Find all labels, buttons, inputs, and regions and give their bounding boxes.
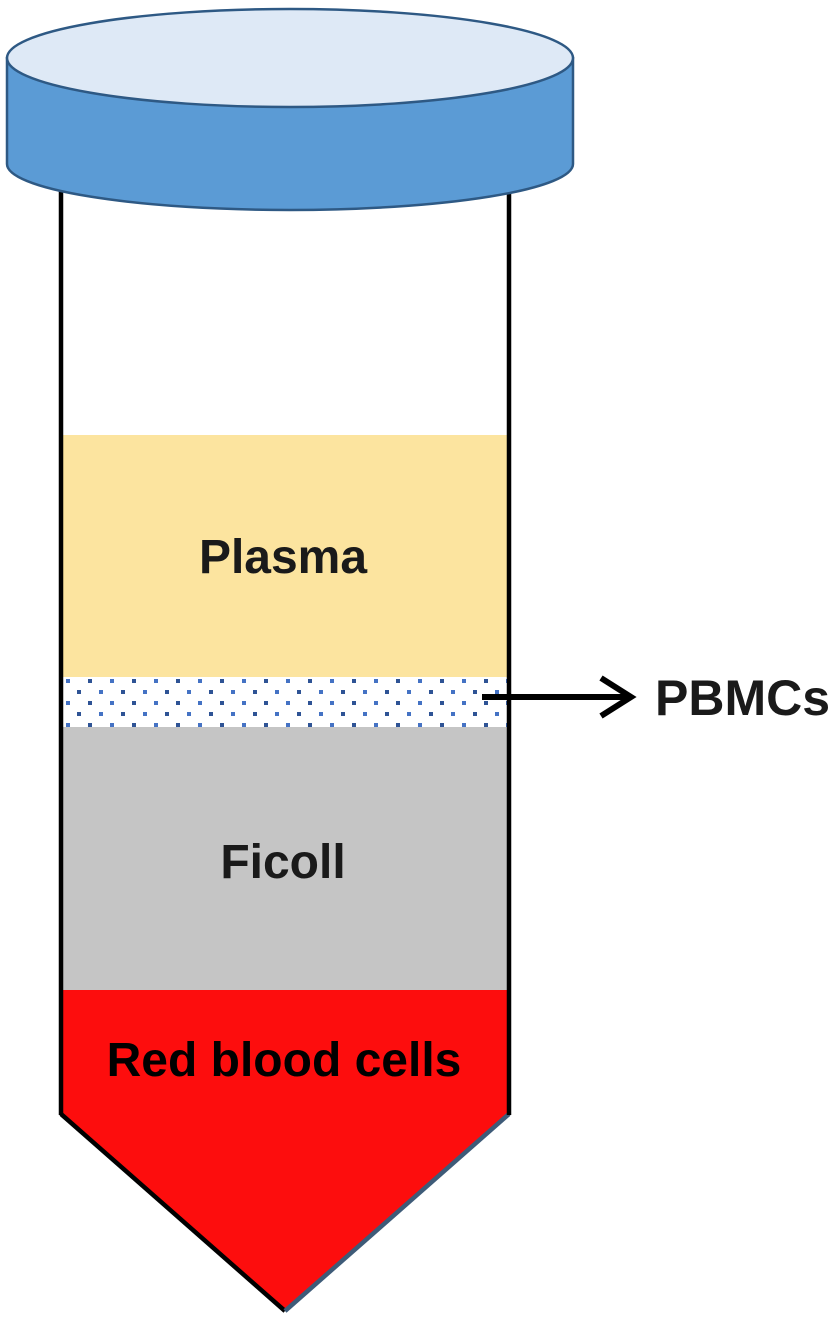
- pbmc-arrowhead-icon: [599, 675, 637, 719]
- plasma-label: Plasma: [199, 531, 367, 584]
- rbc-label: Red blood cells: [107, 1034, 462, 1087]
- ficoll-layer: [63, 727, 507, 990]
- ficoll-label: Ficoll: [220, 836, 345, 889]
- tube-cone-right-edge: [283, 1112, 511, 1313]
- rbc-layer: [63, 990, 507, 1115]
- pbmc-annotation-label: PBMCs: [655, 670, 830, 726]
- plasma-layer: [63, 435, 507, 677]
- tube-cone-left-edge: [59, 1112, 287, 1313]
- tube-cone: [61, 1113, 509, 1311]
- tube-cap-top: [5, 7, 575, 109]
- pbmc-band: [63, 677, 507, 727]
